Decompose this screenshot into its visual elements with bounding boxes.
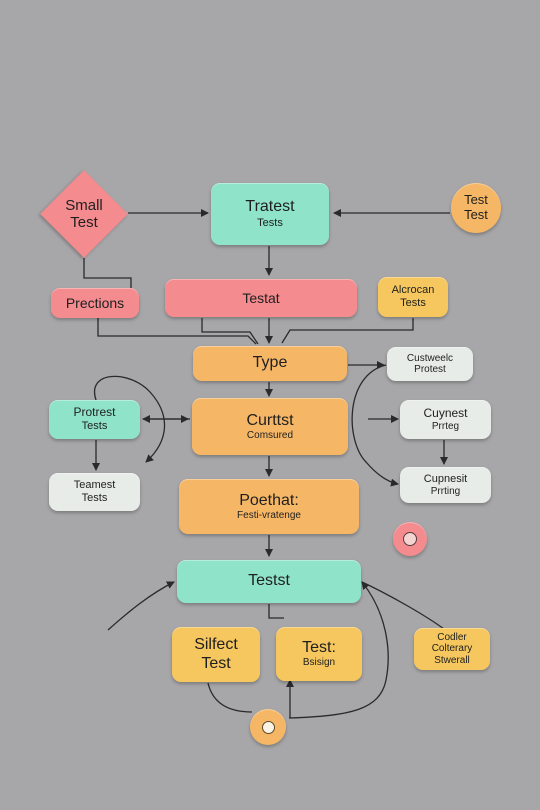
cupnesit-node[interactable]: Cupnesit Prrting [400, 467, 491, 503]
line-small-to-prections [83, 258, 132, 290]
bottom-circle-node[interactable] [250, 709, 286, 745]
line-testat-left-down [201, 318, 259, 345]
small-test-diamond[interactable]: Small Test [40, 170, 128, 258]
type-node[interactable]: Type [193, 346, 347, 381]
cuynest-node[interactable]: Cuynest Prrteg [400, 400, 491, 439]
test-circle-node[interactable]: Test Test [451, 183, 501, 233]
type-label: Type [252, 354, 288, 372]
line-alcrocan-to-type [281, 318, 414, 344]
line-testst-down [268, 604, 284, 619]
test-bsisign-title: Test: [302, 639, 336, 657]
alcrocan-title: Alcrocan [391, 284, 435, 297]
testst-label: Testst [248, 572, 290, 590]
pink-circle-node[interactable] [393, 522, 427, 556]
tratest-node[interactable]: Tratest Tests [211, 183, 329, 245]
testst-node[interactable]: Testst [177, 560, 361, 603]
teamest-subtitle: Tests [81, 492, 108, 504]
poethat-node[interactable]: Poethat: Festi-vratenge [179, 479, 359, 534]
testat-label: Testat [242, 289, 280, 306]
custweelc-node[interactable]: Custweelc Protest [387, 347, 473, 381]
silfect-subtitle: Test [201, 654, 231, 672]
test-bsisign-subtitle: Bsisign [302, 657, 336, 669]
codler-node[interactable]: Codler Colterary Stwerall [414, 628, 490, 670]
curttst-subtitle: Comsured [246, 429, 294, 441]
custweelc-subtitle: Protest [414, 364, 446, 375]
small-test-line2: Test [70, 214, 98, 231]
arrow-bottom-loop [288, 581, 389, 719]
bottom-circle-dot [261, 720, 275, 734]
tratest-subtitle: Tests [257, 216, 283, 229]
poethat-title: Poethat: [239, 491, 299, 509]
codler-line2: Colterary [431, 643, 473, 655]
protrest-title: Protrest [73, 405, 116, 420]
cuynest-title: Cuynest [423, 405, 468, 420]
silfect-title: Silfect [194, 636, 238, 654]
poethat-subtitle: Festi-vratenge [237, 509, 301, 521]
line-prections-to-type [97, 318, 257, 345]
arrow-loop-right [351, 364, 399, 487]
test-circle-line1: Test [464, 192, 488, 208]
diamond-label: Small Test [40, 170, 128, 258]
cuynest-subtitle: Prrteg [431, 420, 460, 432]
test-bsisign-node[interactable]: Test: Bsisign [276, 627, 362, 681]
alcrocan-node[interactable]: Alcrocan Tests [378, 277, 448, 317]
arrow-right-to-codler [361, 581, 449, 633]
small-test-line1: Small [65, 196, 103, 214]
alcrocan-subtitle: Tests [400, 297, 426, 309]
prections-node[interactable]: Prections [51, 288, 139, 318]
protrest-subtitle: Tests [81, 420, 108, 433]
test-circle-line2: Test [464, 207, 488, 222]
pink-circle-dot [403, 532, 417, 546]
custweelc-title: Custweelc [406, 352, 454, 364]
line-silfect-to-circle [207, 682, 253, 713]
codler-line1: Codler [437, 631, 467, 643]
prections-label: Prections [65, 294, 125, 311]
silfect-node[interactable]: Silfect Test [172, 627, 260, 682]
codler-line3: Stwerall [434, 654, 470, 666]
cupnesit-subtitle: Prrting [430, 485, 461, 497]
arrow-left-into-testst [107, 581, 175, 631]
curttst-node[interactable]: Curttst Comsured [192, 398, 348, 455]
teamest-node[interactable]: Teamest Tests [49, 473, 140, 511]
teamest-title: Teamest [73, 479, 116, 492]
tratest-title: Tratest [245, 198, 295, 216]
curttst-title: Curttst [246, 411, 294, 429]
protrest-node[interactable]: Protrest Tests [49, 400, 140, 439]
cupnesit-title: Cupnesit [423, 472, 468, 485]
testat-node[interactable]: Testat [165, 279, 357, 317]
arrow-loop-left [93, 375, 166, 463]
